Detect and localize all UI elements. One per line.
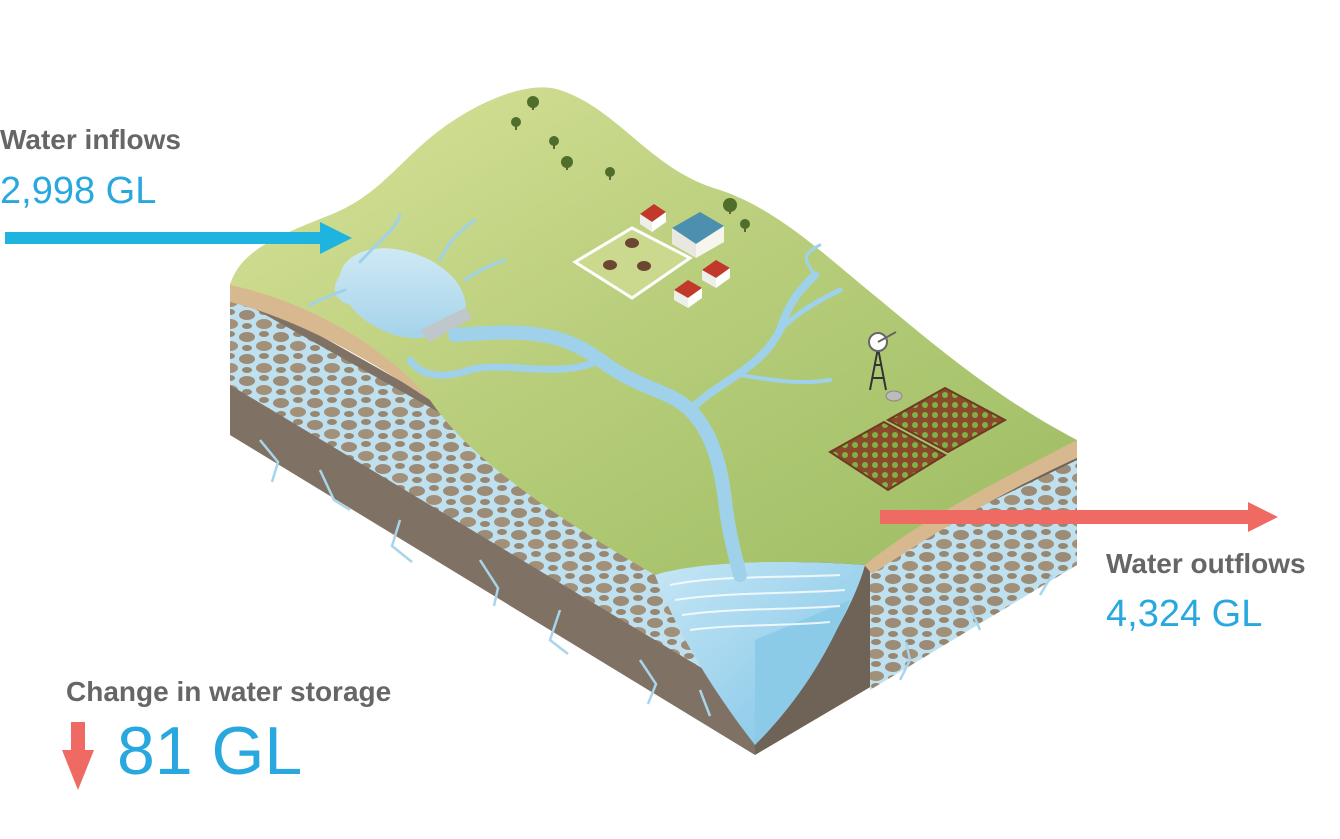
dam-wall bbox=[420, 308, 472, 342]
storage-down-arrow bbox=[62, 722, 94, 790]
outflow-arrow bbox=[880, 502, 1278, 532]
outflows-value: 4,324 GL bbox=[1106, 593, 1263, 635]
reservoir-lake bbox=[334, 248, 466, 339]
farmhouse bbox=[672, 212, 724, 258]
inflows-value: 2,998 GL bbox=[0, 170, 157, 212]
cattle-yard bbox=[572, 226, 693, 300]
river-gorge-ripples bbox=[669, 574, 846, 631]
farm bbox=[572, 204, 730, 308]
cattle bbox=[603, 238, 651, 271]
trees bbox=[511, 96, 750, 232]
left-face-aquifer bbox=[230, 295, 755, 700]
rock-cracks bbox=[259, 439, 712, 717]
barn-3 bbox=[674, 280, 702, 308]
storage-change-title: Change in water storage bbox=[66, 676, 392, 707]
river-gorge-front bbox=[755, 600, 850, 745]
inflow-arrow bbox=[5, 222, 352, 254]
river-network bbox=[308, 213, 843, 582]
inflows-title: Water inflows bbox=[0, 124, 181, 155]
barn-2 bbox=[702, 260, 730, 288]
crop-fields bbox=[828, 386, 1008, 492]
barn-1 bbox=[640, 204, 666, 232]
right-face-soil bbox=[860, 440, 1077, 574]
rock-cracks-right bbox=[898, 574, 1054, 681]
outflows-title: Water outflows bbox=[1106, 548, 1306, 579]
storage-change-value: 81 GL bbox=[117, 713, 303, 789]
windmill bbox=[868, 331, 903, 402]
